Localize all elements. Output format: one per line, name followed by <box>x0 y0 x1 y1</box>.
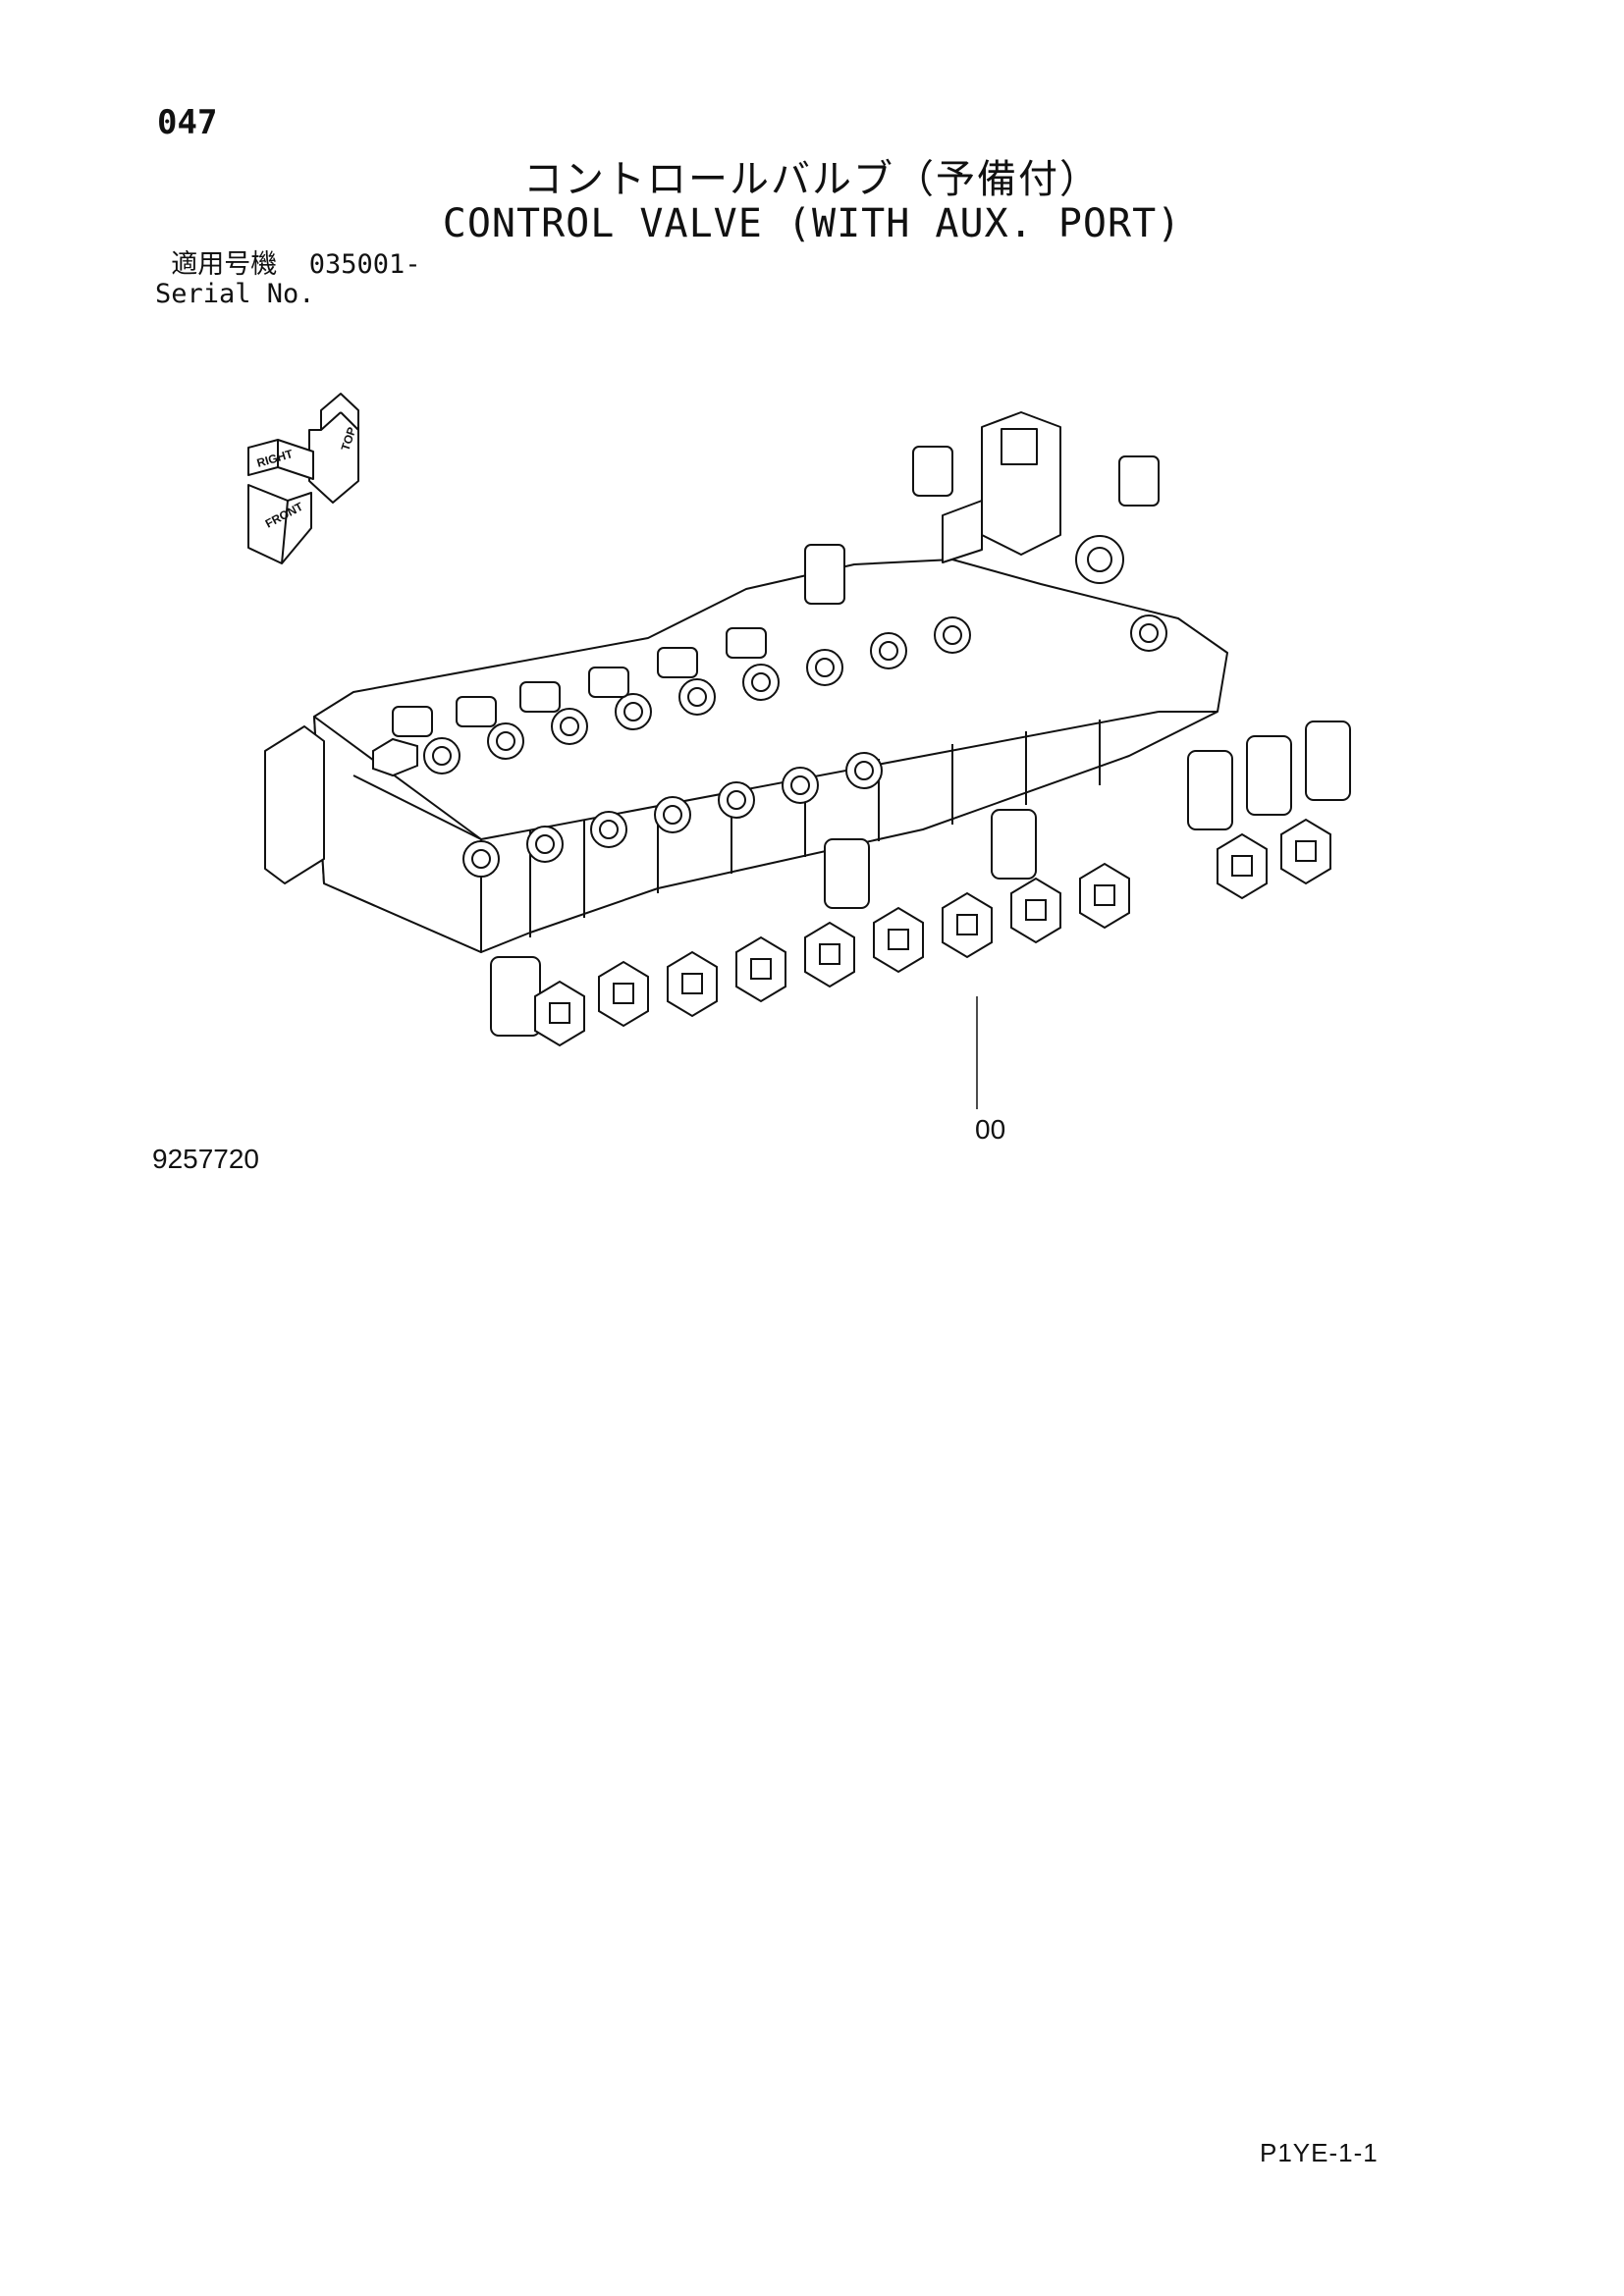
serial-label-en: Serial No. <box>155 279 315 309</box>
callout-label: 00 <box>975 1114 1006 1145</box>
control-valve-drawing <box>264 411 1351 1109</box>
serial-label-jp: 適用号機 <box>171 249 278 280</box>
serial-block: 適用号機 035001- Serial No. <box>155 250 421 309</box>
page-number: 047 <box>157 103 218 142</box>
title-english: CONTROL VALVE (WITH AUX. PORT) <box>442 201 1182 246</box>
title-japanese: コントロールバルブ（予備付） <box>523 157 1101 202</box>
orientation-cube-icon: TOP RIGHT FRONT <box>247 393 359 564</box>
page-code: P1YE-1-1 <box>1260 2138 1379 2167</box>
figure-number: 9257720 <box>152 1144 260 1174</box>
serial-value: 035001- <box>308 249 421 280</box>
